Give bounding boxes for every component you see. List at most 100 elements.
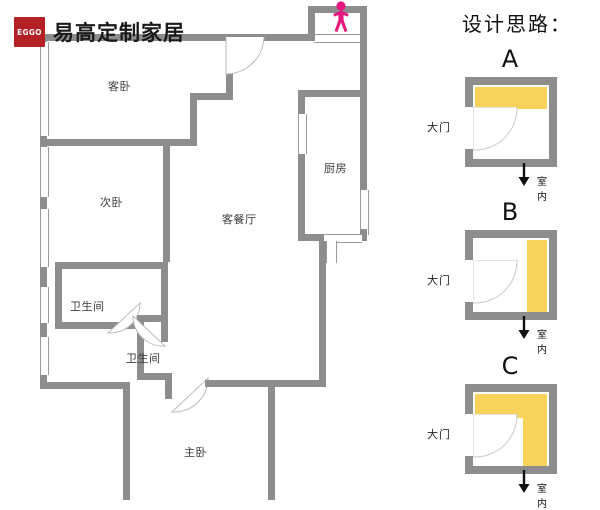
wall-bath2-right: [161, 307, 168, 342]
scheme-c-door-swing: [473, 414, 519, 458]
scheme-a-wall-left-bottom: [465, 149, 473, 167]
scheme-a: A 大门: [420, 45, 600, 203]
wall-kitchen-right-upper: [360, 34, 367, 190]
scheme-a-letter: A: [501, 45, 519, 73]
wall-bath1-top: [55, 262, 168, 269]
wall-kitchen-left-lower: [298, 154, 305, 238]
scheme-c-door-label: 大门: [427, 428, 451, 441]
scheme-b-wall-left-bottom: [465, 302, 473, 320]
wall-kitchen-top: [298, 90, 367, 97]
wall-bath2-right-lower: [165, 373, 172, 399]
wall-living-bottom: [205, 380, 275, 387]
wall-top-right-cap: [308, 6, 367, 13]
wall-bath2-top: [137, 315, 168, 322]
scheme-b-door-label: 大门: [427, 274, 451, 287]
scheme-c-wall-top: [465, 384, 557, 392]
wall-guest-right-step: [190, 93, 233, 100]
window-left-upper: [40, 42, 49, 136]
window-kitchen-left: [298, 114, 307, 154]
wall-bedroom-living-divider: [163, 139, 170, 255]
brand-mark-icon: EGGO: [14, 17, 45, 47]
scheme-b-cabinet: [527, 240, 547, 312]
wall-left-lower-2: [40, 323, 47, 337]
window-left-lower-2: [40, 337, 49, 375]
scheme-b-indoor-label: 室内: [537, 330, 548, 356]
scheme-b: B 大门: [420, 198, 600, 356]
wall-bath2-left: [137, 322, 144, 380]
wall-entry-left-jamb: [308, 6, 315, 41]
window-kitchen-bottom: [324, 234, 362, 243]
room-label-guest-bedroom: 客卧: [108, 80, 131, 93]
scheme-b-wall-right: [549, 230, 557, 320]
scheme-b-wall-top: [465, 230, 557, 238]
wall-kitchen-bottom: [298, 234, 326, 241]
scheme-b-letter: B: [501, 198, 519, 226]
wall-living-right: [319, 241, 326, 387]
room-label-living-dining: 客餐厅: [222, 213, 257, 226]
window-left-mid-2: [40, 209, 49, 267]
scheme-c-wall-bottom: [465, 466, 557, 474]
scheme-c-indoor-label: 室内: [537, 484, 548, 510]
scheme-b-room: 大门 室内: [427, 230, 557, 356]
wall-master-left: [123, 382, 130, 500]
scheme-a-wall-top: [465, 77, 557, 85]
wall-living-bottom-right: [268, 380, 326, 387]
brand-name: 易高定制家居: [53, 21, 185, 45]
scheme-c-indoor-arrow: [517, 470, 531, 498]
wall-left-mid-bottom: [40, 197, 47, 209]
room-label-bathroom-2: 卫生间: [126, 352, 161, 365]
window-left-mid: [40, 147, 49, 197]
scheme-b-wall-left-top: [465, 230, 473, 260]
balcony-rail-below-kitchen: [326, 241, 337, 263]
wall-guest-right: [190, 93, 197, 146]
wall-top-right: [360, 6, 367, 41]
wall-stub-living-left: [163, 248, 170, 262]
scheme-a-door-swing: [473, 107, 519, 151]
brand-logo: EGGO 易高定制家居: [14, 17, 185, 47]
scheme-a-indoor-arrow: [517, 163, 531, 191]
entrance-person-marker: [329, 0, 353, 38]
wall-bath2-bottom: [137, 373, 172, 380]
wall-left-lower: [40, 267, 47, 287]
wall-bedroom-divider: [47, 139, 191, 146]
door-guest-bedroom: [225, 34, 268, 76]
scheme-c-cabinet-right: [523, 394, 547, 466]
scheme-a-indoor-label: 室内: [537, 177, 548, 203]
scheme-a-wall-left-top: [465, 77, 473, 107]
wall-top-mid: [262, 34, 314, 41]
scheme-c-room: 大门 室内: [427, 384, 557, 510]
door-bathroom-2: [132, 314, 167, 347]
room-label-second-bedroom: 次卧: [100, 196, 123, 209]
scheme-a-door-label: 大门: [427, 121, 451, 134]
design-schemes-panel: 设计思路： A: [420, 0, 600, 510]
scheme-c-wall-right: [549, 384, 557, 474]
room-label-kitchen: 厨房: [324, 162, 347, 175]
scheme-c: C: [420, 352, 600, 510]
scheme-c-letter: C: [501, 352, 519, 380]
window-kitchen-right: [360, 190, 369, 235]
wall-bath1-left: [55, 262, 62, 324]
room-label-master-bedroom: 主卧: [184, 446, 207, 459]
scheme-b-door-swing: [473, 260, 519, 304]
wall-bath1-bottom: [55, 322, 138, 329]
scheme-c-wall-left-bottom: [465, 456, 473, 474]
scheme-a-wall-bottom: [465, 159, 557, 167]
scheme-a-room: 大门 室内: [427, 77, 557, 203]
wall-bottom-left: [40, 382, 130, 389]
scheme-a-cabinet: [475, 87, 547, 109]
window-left-lower: [40, 287, 49, 323]
scheme-a-wall-right: [549, 77, 557, 167]
entry-door-opening: [314, 34, 366, 43]
door-master-bedroom: [170, 376, 209, 413]
brand-mark-text: EGGO: [17, 27, 42, 37]
scheme-b-wall-bottom: [465, 312, 557, 320]
wall-living-master-divider: [268, 380, 275, 500]
wall-top-left: [40, 34, 230, 41]
door-bathroom-1: [106, 301, 141, 334]
scheme-c-wall-left-top: [465, 384, 473, 414]
wall-left-mid-top: [40, 139, 47, 147]
panel-title: 设计思路：: [462, 12, 572, 36]
wall-kitchen-right-lower: [360, 229, 367, 241]
room-label-bathroom-1: 卫生间: [70, 300, 105, 313]
